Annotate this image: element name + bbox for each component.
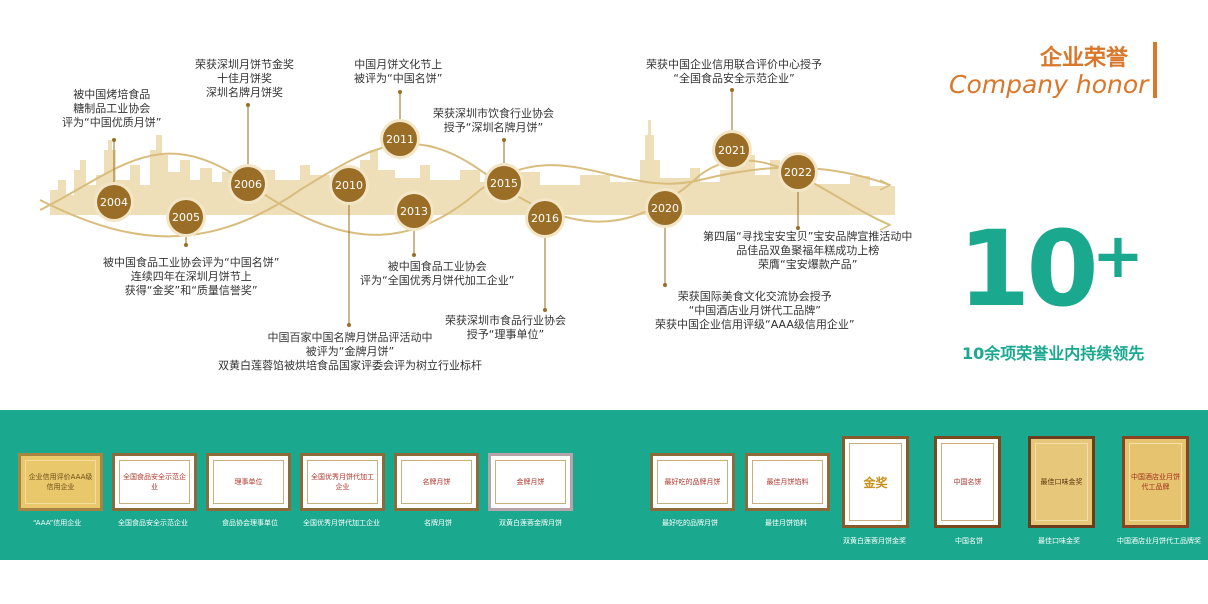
- certificate-caption: 最佳口味金奖: [1038, 537, 1080, 545]
- label-2010: 中国百家中国名牌月饼品评活动中 被评为“金牌月饼” 双黄白莲蓉馅被烘培食品国家评…: [218, 331, 482, 373]
- certificate-caption: 中国名饼: [955, 537, 983, 545]
- label-line: 被评为“金牌月饼”: [305, 345, 395, 358]
- certificate-best-brand: 最好吃的品牌月饼: [650, 453, 735, 511]
- label-2021: 荣获中国企业信用联合评价中心授予 “全国食品安全示范企业”: [646, 58, 822, 86]
- section-title-cn: 企业荣誉: [1040, 46, 1129, 71]
- certificate-text: 金牌月饼: [495, 460, 566, 504]
- label-line: 被中国食品工业协会: [387, 260, 487, 273]
- certificate-caption: 食品协会理事单位: [222, 519, 278, 527]
- label-line: 荣获深圳月饼节金奖: [195, 58, 294, 71]
- certificate-caption: 全国食品安全示范企业: [118, 519, 188, 527]
- label-line: 荣获深圳市饮食行业协会: [433, 107, 554, 120]
- certificate-text: 名牌月饼: [401, 460, 472, 504]
- stat-number: 10: [958, 208, 1099, 330]
- certificate-council-member: 理事单位: [206, 453, 291, 511]
- certificate-text: 最佳月饼馅料: [752, 460, 823, 504]
- year-node-2022: 2022: [781, 155, 815, 189]
- label-line: 评为“全国优秀月饼代加工企业”: [360, 274, 515, 287]
- label-line: “全国食品安全示范企业”: [673, 72, 795, 85]
- label-line: 荣获深圳市食品行业协会: [445, 314, 566, 327]
- certificate-famous-brand: 名牌月饼: [394, 453, 479, 511]
- certificate-hotel-oem: 中国酒店业月饼代工品牌: [1122, 436, 1189, 528]
- section-title-en: Company honor: [949, 70, 1149, 99]
- certificate-text: 企业信用评价AAA级信用企业: [25, 460, 96, 504]
- certificate-text: 全国优秀月饼代加工企业: [307, 460, 378, 504]
- label-2004: 被中国烤培食品 糖制品工业协会 评为“中国优质月饼”: [62, 88, 161, 130]
- label-line: 深圳名牌月饼奖: [206, 86, 283, 99]
- label-line: 品佳品双鱼聚福年糕成功上榜: [736, 244, 880, 257]
- certificate-text: 中国酒店业月饼代工品牌: [1129, 443, 1182, 521]
- label-2013: 被中国食品工业协会 评为“全国优秀月饼代加工企业”: [360, 260, 514, 288]
- year-node-2020: 2020: [648, 191, 682, 225]
- label-2005: 被中国食品工业协会评为“中国名饼” 连续四年在深圳月饼节上 获得“金奖”和“质量…: [103, 256, 279, 298]
- label-line: 获得“金奖”和“质量信誉奖”: [124, 284, 258, 297]
- label-line: 荣获中国企业信用联合评价中心授予: [646, 58, 822, 71]
- certificate-text: 最佳口味金奖: [1035, 443, 1088, 521]
- year-node-2013: 2013: [397, 194, 431, 228]
- label-2006: 荣获深圳月饼节金奖 十佳月饼奖 深圳名牌月饼奖: [195, 58, 294, 100]
- label-line: 荣膺“宝安爆款产品”: [758, 258, 858, 271]
- year-node-2021: 2021: [715, 133, 749, 167]
- label-2015: 荣获深圳市饮食行业协会 授予“深圳名牌月饼”: [433, 107, 554, 135]
- label-line: 糖制品工业协会: [73, 102, 151, 115]
- label-line: 荣获中国企业信用评级“AAA级信用企业”: [655, 318, 855, 331]
- label-line: 被评为“中国名饼”: [354, 72, 443, 85]
- label-2022: 第四届“寻找宝安宝贝”宝安品牌宣推活动中 品佳品双鱼聚福年糕成功上榜 荣膺“宝安…: [703, 230, 912, 272]
- certificate-food-safety: 全国食品安全示范企业: [112, 453, 197, 511]
- certificate-caption: 全国优秀月饼代加工企业: [303, 519, 380, 527]
- certificate-caption: 名牌月饼: [424, 519, 452, 527]
- certificate-text: 中国名饼: [941, 443, 994, 521]
- certificate-gold-award: 金奖: [842, 436, 909, 528]
- certificate-aaa: 企业信用评价AAA级信用企业: [18, 453, 103, 511]
- label-line: 授予“深圳名牌月饼”: [443, 121, 544, 134]
- label-2016: 荣获深圳市食品行业协会 授予“理事单位”: [445, 314, 566, 342]
- year-node-2016: 2016: [528, 201, 562, 235]
- year-node-2005: 2005: [169, 200, 203, 234]
- certificate-caption: “AAA”信用企业: [33, 519, 82, 527]
- certificate-caption: 双黄白莲蓉金牌月饼: [499, 519, 562, 527]
- stat-plus: +: [1092, 219, 1144, 292]
- certificate-best-filling: 最佳月饼馅料: [745, 453, 830, 511]
- year-node-2011: 2011: [383, 122, 417, 156]
- certificate-text: 最好吃的品牌月饼: [657, 460, 728, 504]
- label-line: 十佳月饼奖: [217, 72, 272, 85]
- label-line: 连续四年在深圳月饼节上: [130, 270, 252, 283]
- certificate-text: 理事单位: [213, 460, 284, 504]
- certificate-china-famous: 中国名饼: [934, 436, 1001, 528]
- label-line: 第四届“寻找宝安宝贝”宝安品牌宣推活动中: [703, 230, 913, 243]
- label-line: 被中国烤培食品: [73, 88, 151, 101]
- certificate-best-taste: 最佳口味金奖: [1028, 436, 1095, 528]
- label-line: “中国酒店业月饼代工品牌”: [688, 304, 821, 317]
- year-node-2015: 2015: [487, 166, 521, 200]
- certificate-oem: 全国优秀月饼代加工企业: [300, 453, 385, 511]
- label-2011: 中国月饼文化节上 被评为“中国名饼”: [354, 58, 442, 86]
- label-line: 中国月饼文化节上: [354, 58, 443, 71]
- year-node-2010: 2010: [332, 168, 366, 202]
- certificate-text: 全国食品安全示范企业: [119, 460, 190, 504]
- certificate-band: [0, 410, 1208, 560]
- label-line: 授予“理事单位”: [466, 328, 545, 341]
- certificate-caption: 中国酒店业月饼代工品牌奖: [1117, 537, 1201, 545]
- year-node-2006: 2006: [231, 167, 265, 201]
- certificate-caption: 最好吃的品牌月饼: [662, 519, 718, 527]
- certificate-caption: 双黄白莲蓉月饼金奖: [843, 537, 906, 545]
- label-line: 荣获国际美食文化交流协会授予: [677, 290, 832, 303]
- title-accent-bar: [1153, 42, 1157, 98]
- label-line: 被中国食品工业协会评为“中国名饼”: [103, 256, 280, 269]
- stat-subtitle: 10余项荣誉业内持续领先: [962, 344, 1145, 363]
- certificate-caption: 最佳月饼馅料: [765, 519, 807, 527]
- label-line: 中国百家中国名牌月饼品评活动中: [267, 331, 433, 344]
- certificate-gold-medal: 金牌月饼: [488, 453, 573, 511]
- label-line: 评为“中国优质月饼”: [62, 116, 162, 129]
- label-line: 双黄白莲蓉馅被烘培食品国家评委会评为树立行业标杆: [218, 359, 482, 372]
- year-node-2004: 2004: [97, 185, 131, 219]
- certificate-text: 金奖: [849, 443, 902, 521]
- label-2020: 荣获国际美食文化交流协会授予 “中国酒店业月饼代工品牌” 荣获中国企业信用评级“…: [655, 290, 855, 332]
